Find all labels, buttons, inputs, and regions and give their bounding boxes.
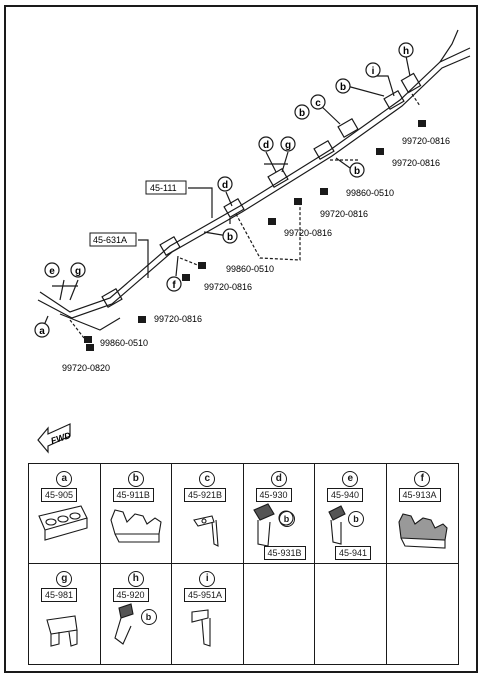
part-number: 45-913A xyxy=(398,488,441,502)
part-number: 45-911B xyxy=(112,488,154,502)
pipe-branch xyxy=(59,313,121,331)
grid-cell-empty xyxy=(315,564,387,664)
bolt-label: 99860-0510 xyxy=(226,264,274,274)
part-number-secondary: 45-931B xyxy=(263,546,306,560)
grid-cell-i: i 45-951A xyxy=(172,564,244,664)
grid-cell-c: c 45-921B xyxy=(172,464,244,564)
clip-illustration-icon xyxy=(397,513,448,549)
grid-cell-f: f 45-913A xyxy=(386,464,458,564)
grid-cell-h: h 45-920 b xyxy=(101,564,172,664)
clamp-illustration-icon xyxy=(328,505,346,545)
cell-letter: f xyxy=(414,471,431,487)
cell-letter: b xyxy=(127,471,144,487)
cell-letter: c xyxy=(199,471,216,487)
cell-letter: g xyxy=(56,571,73,587)
cell-callout: b xyxy=(140,609,157,625)
cell-callout: b xyxy=(278,511,295,527)
part-number: 45-981 xyxy=(41,588,78,602)
callout-b: b xyxy=(340,82,346,93)
callout-g: g xyxy=(285,140,291,151)
grid-cell-e: e 45-940 45-941 b xyxy=(315,464,387,564)
pipe-upper xyxy=(39,47,471,313)
grid-cell-empty xyxy=(387,564,459,664)
callout-d: d xyxy=(263,140,269,151)
part-number: 45-921B xyxy=(184,488,227,502)
callout-e: e xyxy=(49,266,55,277)
grid-cell-d: d 45-930 45-931B b xyxy=(243,464,315,564)
clamp-illustration-icon xyxy=(113,603,134,645)
fuel-line-diagram: 45-111 45-631A h i b c b d g b d b f e g… xyxy=(34,29,471,454)
callout-g: g xyxy=(75,266,81,277)
callout-d: d xyxy=(222,180,228,191)
part-number: 45-940 xyxy=(327,488,364,502)
bolt-label: 99720-0816 xyxy=(402,136,450,146)
clip-illustration-icon xyxy=(38,505,88,541)
fwd-arrow-icon: FWD xyxy=(37,423,73,454)
bolt-label: 99720-0816 xyxy=(154,314,202,324)
part-number: 45-905 xyxy=(41,488,78,502)
label-45-631a: 45-631A xyxy=(93,235,127,245)
cell-letter: i xyxy=(199,571,216,587)
callout-b: b xyxy=(227,232,233,243)
bolt-label: 99720-0816 xyxy=(392,158,440,168)
callout-c: c xyxy=(315,98,321,109)
cell-letter: e xyxy=(342,471,359,487)
bolt-label: 99720-0816 xyxy=(204,282,252,292)
bracket-illustration-icon xyxy=(46,615,78,647)
clip-illustration-icon xyxy=(109,509,162,543)
bolt-label: 99720-0816 xyxy=(320,209,368,219)
bolt-label: 99860-0510 xyxy=(100,338,148,348)
pipe-lower xyxy=(37,55,471,319)
callout-a: a xyxy=(39,326,45,337)
part-number: 45-930 xyxy=(255,488,292,502)
bracket-illustration-icon xyxy=(191,609,211,647)
grid-cell-a: a 45-905 xyxy=(29,464,101,564)
grid-cell-empty xyxy=(244,564,315,664)
cell-letter: h xyxy=(127,571,144,587)
cell-callout: b xyxy=(348,511,364,527)
grid-cell-b: b 45-911B xyxy=(100,464,172,564)
cell-letter: d xyxy=(270,471,287,487)
clamp-illustration-icon xyxy=(252,503,294,547)
page-frame xyxy=(4,5,478,673)
part-number-secondary: 45-941 xyxy=(335,546,372,560)
bracket-illustration-icon xyxy=(193,515,219,547)
callout-b: b xyxy=(354,166,360,177)
cell-letter: a xyxy=(56,471,73,487)
bolt-label: 99720-0820 xyxy=(62,363,110,373)
part-number: 45-951A xyxy=(184,588,227,602)
grid-cell-g: g 45-981 xyxy=(29,564,101,664)
parts-grid: a 45-905 b 45-911B c 45-921B xyxy=(28,463,459,665)
callout-b: b xyxy=(299,108,305,119)
part-number: 45-920 xyxy=(112,588,149,602)
label-45-111: 45-111 xyxy=(150,183,177,193)
pipe-end-upper xyxy=(439,29,459,63)
callout-i: i xyxy=(372,66,375,77)
callout-f: f xyxy=(172,280,176,291)
bolt-label: 99860-0510 xyxy=(346,188,394,198)
bolt-label: 99720-0816 xyxy=(284,228,332,238)
callout-h: h xyxy=(403,46,409,57)
